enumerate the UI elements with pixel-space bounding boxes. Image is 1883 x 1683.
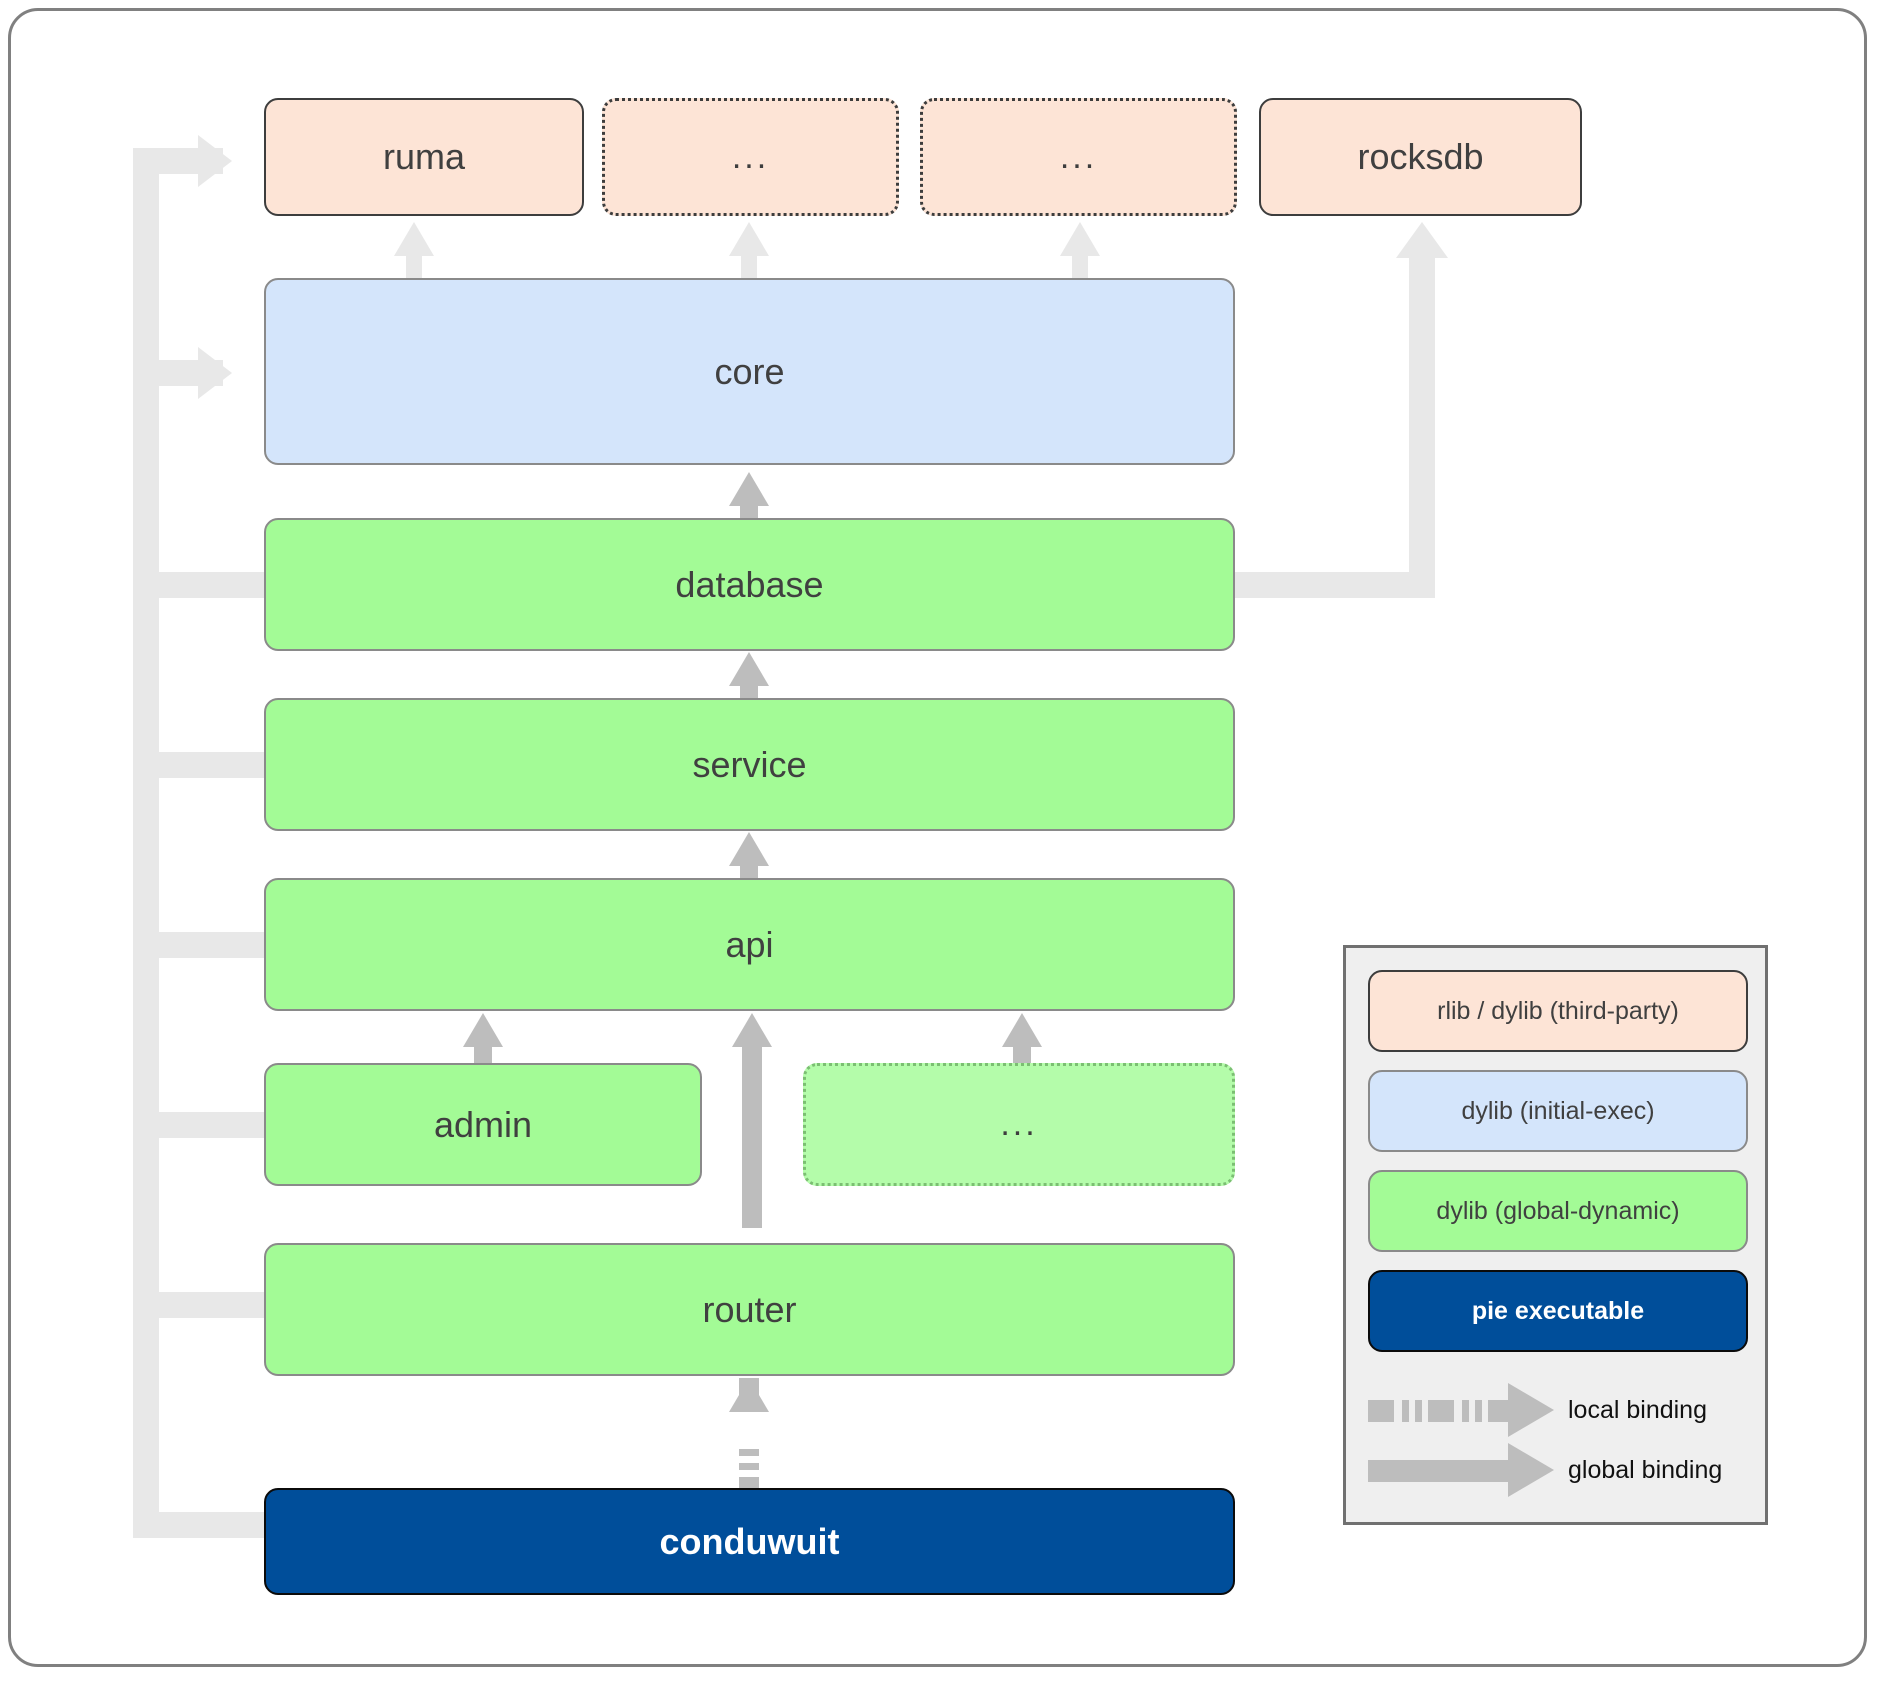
arrow-database-to-core (727, 472, 771, 520)
branch-to-service (133, 752, 268, 778)
node-router-label: router (702, 1288, 797, 1330)
branch-to-conduwuit (133, 1512, 268, 1538)
node-third-party-a-label: ... (731, 137, 770, 176)
legend-item-third-party-label: rlib / dylib (third-party) (1437, 996, 1679, 1025)
node-api[interactable]: api (264, 878, 1235, 1011)
node-third-party-a[interactable]: ... (602, 98, 899, 216)
node-ruma-label: ruma (382, 136, 466, 177)
node-service[interactable]: service (264, 698, 1235, 831)
node-api-label: api (725, 923, 774, 965)
node-third-party-b-label: ... (1059, 137, 1098, 176)
node-ruma[interactable]: ruma (264, 98, 584, 216)
legend-binding-local-label: local binding (1568, 1395, 1707, 1424)
arrow-conduwuit-to-router-local-binding (727, 1378, 771, 1499)
node-admin[interactable]: admin (264, 1063, 702, 1186)
arrow-api-to-service (727, 832, 771, 880)
branch-to-router (133, 1292, 268, 1318)
arrow-service-to-database (727, 652, 771, 700)
node-third-party-b[interactable]: ... (920, 98, 1237, 216)
legend-binding-global-label: global binding (1568, 1455, 1723, 1484)
arrow-core-to-third-party-b (1060, 222, 1100, 280)
branch-to-database (133, 572, 268, 598)
node-router[interactable]: router (264, 1243, 1235, 1376)
node-admin-label: admin (433, 1103, 533, 1145)
database-to-rocksdb-horizontal (1235, 572, 1435, 598)
branch-to-core-arrowhead (198, 347, 232, 399)
legend-binding-global: global binding (1368, 1440, 1753, 1500)
legend-panel: rlib / dylib (third-party) dylib (initia… (1343, 945, 1768, 1525)
node-database[interactable]: database (264, 518, 1235, 651)
arrow-router-to-api (730, 1013, 774, 1228)
node-conduwuit-label: conduwuit (659, 1520, 840, 1562)
legend-item-global-dynamic-label: dylib (global-dynamic) (1436, 1196, 1680, 1225)
global-binding-arrow-icon (1368, 1443, 1554, 1497)
database-to-rocksdb-arrowhead (1396, 222, 1448, 258)
node-rocksdb[interactable]: rocksdb (1259, 98, 1582, 216)
legend-item-pie-executable-label: pie executable (1471, 1296, 1645, 1325)
local-binding-arrow-icon (1368, 1383, 1554, 1437)
branch-to-api (133, 932, 268, 958)
node-rocksdb-label: rocksdb (1357, 136, 1484, 177)
node-service-label: service (692, 743, 807, 785)
legend-item-initial-exec-label: dylib (initial-exec) (1461, 1096, 1655, 1125)
node-database-label: database (675, 563, 824, 605)
node-core-label: core (714, 350, 785, 392)
legend-item-pie-executable: pie executable (1368, 1270, 1748, 1352)
branch-to-ruma-arrowhead (198, 135, 232, 187)
legend-item-global-dynamic: dylib (global-dynamic) (1368, 1170, 1748, 1252)
arrow-core-to-ruma (394, 222, 434, 280)
database-to-rocksdb-vertical (1409, 250, 1435, 598)
legend-item-initial-exec: dylib (initial-exec) (1368, 1070, 1748, 1152)
node-core[interactable]: core (264, 278, 1235, 465)
legend-item-third-party: rlib / dylib (third-party) (1368, 970, 1748, 1052)
arrow-core-to-third-party-a (729, 222, 769, 280)
legend-binding-local: local binding (1368, 1380, 1753, 1440)
trunk-vertical-line (133, 148, 159, 1538)
node-extra-api-label: ... (1000, 1105, 1038, 1143)
node-extra-api[interactable]: ... (803, 1063, 1235, 1186)
branch-to-admin (133, 1112, 268, 1138)
node-conduwuit[interactable]: conduwuit (264, 1488, 1235, 1595)
